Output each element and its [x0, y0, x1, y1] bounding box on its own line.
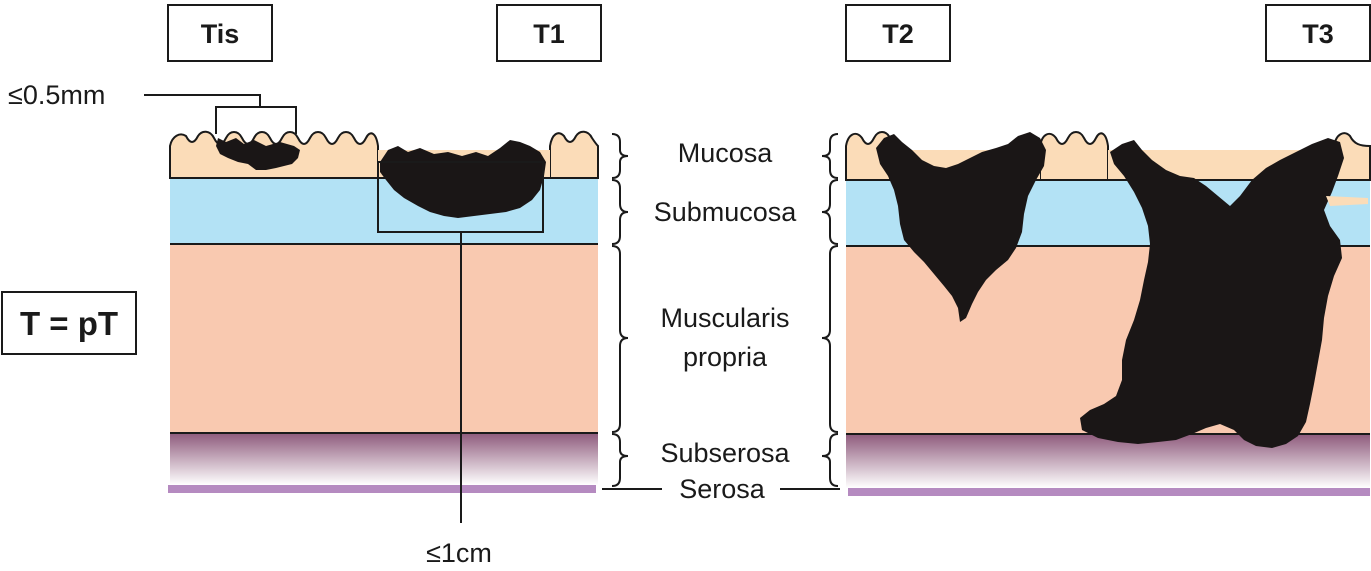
label-serosa: Serosa — [679, 474, 766, 504]
label-mucosa: Mucosa — [678, 138, 774, 168]
left-serosa-layer — [168, 485, 596, 493]
stage-box-tis: Tis — [167, 4, 273, 62]
right-subserosa-layer — [846, 434, 1370, 488]
tis-depth-bracket — [215, 106, 297, 134]
layer-brackets — [602, 133, 840, 490]
t2-tumor — [876, 132, 1046, 322]
tis-tumor — [216, 138, 300, 170]
label-muscularis: Muscularis — [660, 303, 789, 333]
stage-label-t1: T1 — [533, 19, 565, 49]
stage-box-t1: T1 — [496, 4, 602, 62]
label-tis-depth: ≤0.5mm — [8, 80, 105, 110]
tis-depth-leader — [144, 94, 261, 107]
right-mucosa-gap — [1326, 196, 1368, 206]
stage-box-t3: T3 — [1265, 4, 1371, 62]
t1-tumor — [380, 140, 546, 218]
stage-label-t3: T3 — [1302, 19, 1334, 49]
label-subserosa: Subserosa — [660, 438, 790, 468]
label-submucosa: Submucosa — [654, 197, 798, 227]
label-t1-width: ≤1cm — [426, 538, 492, 568]
left-tissue-panel — [144, 94, 599, 523]
t3-tumor — [1080, 138, 1344, 448]
stage-box-t2: T2 — [845, 4, 951, 62]
right-serosa-layer — [848, 488, 1370, 496]
label-propria: propria — [683, 342, 768, 372]
legend-label: T = pT — [20, 305, 118, 342]
left-muscularis-layer — [170, 244, 598, 433]
left-subserosa-layer — [170, 433, 598, 485]
right-tissue-panel — [845, 131, 1371, 496]
stage-label-t2: T2 — [882, 19, 914, 49]
legend-box: T = pT — [1, 291, 137, 355]
stage-label-tis: Tis — [201, 19, 240, 49]
